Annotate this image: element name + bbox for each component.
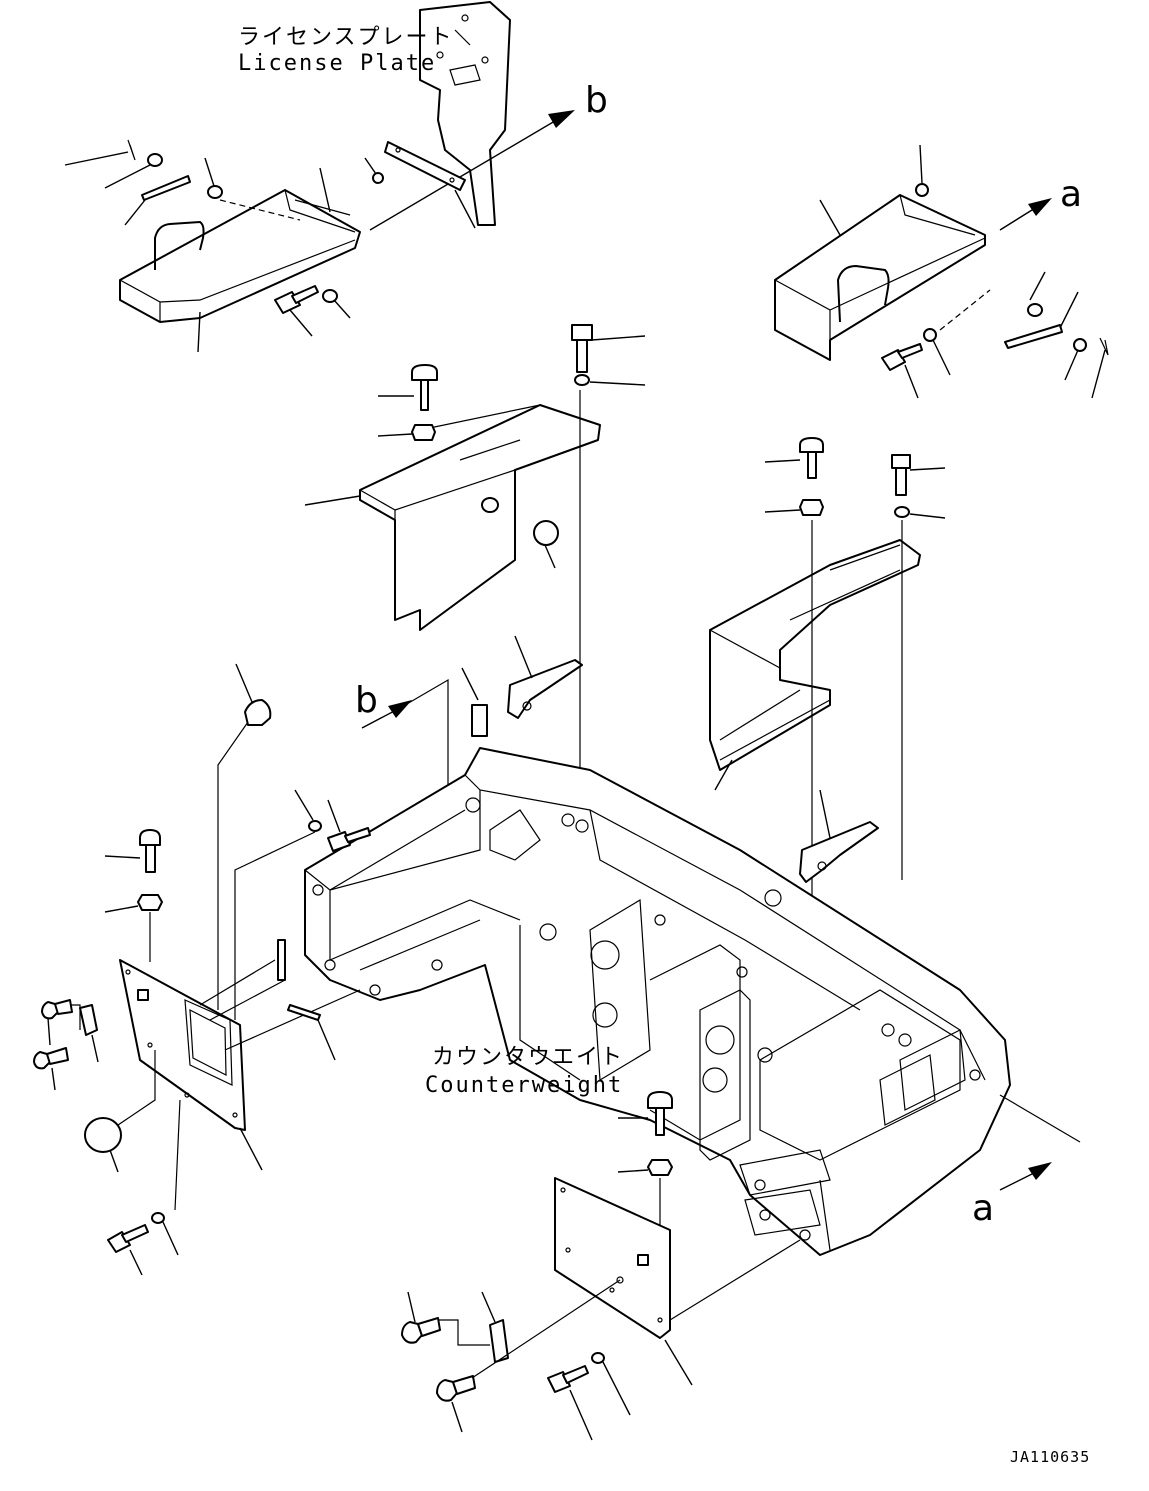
counterweight-jp-text: カウンタウエイト	[432, 1045, 624, 1070]
counterweight-en-text: Counterweight	[425, 1073, 623, 1098]
drawing-code: JA110635	[1010, 1448, 1090, 1466]
arrow-a-bottom: a	[972, 1094, 1081, 1229]
bottom-hardware	[401, 1091, 673, 1441]
right-top-hardware	[881, 144, 1109, 399]
left-top-cover	[119, 167, 361, 353]
right-top-cover: a	[774, 174, 1082, 361]
middle-left-cover	[304, 404, 601, 631]
latch-levers	[461, 635, 879, 883]
bottom-side-plate	[554, 1177, 801, 1386]
left-side-plate	[119, 959, 361, 1171]
middle-right-cover	[709, 539, 921, 791]
counterweight	[304, 747, 1011, 1256]
left-top-hardware	[64, 139, 384, 337]
middle-left-hardware	[377, 324, 646, 790]
strip-plate	[384, 141, 476, 229]
arrow-a-bottom-label: a	[972, 1188, 994, 1229]
left-side-hardware	[33, 663, 371, 1276]
license-plate-label: ライセンスプレート License Plate	[238, 25, 454, 76]
arrow-b-top: b	[369, 80, 608, 231]
counterweight-label: カウンタウエイト Counterweight	[425, 1045, 624, 1098]
middle-right-hardware	[764, 437, 946, 920]
license-plate-bracket	[419, 1, 511, 226]
arrow-b-top-label: b	[585, 80, 608, 121]
arrow-b-mid: b	[355, 678, 449, 850]
license-plate-jp-text: ライセンスプレート	[238, 25, 454, 50]
license-plate-en-text: License Plate	[238, 51, 436, 76]
arrow-b-mid-label: b	[355, 680, 378, 721]
arrow-a-top-label: a	[1060, 174, 1082, 215]
